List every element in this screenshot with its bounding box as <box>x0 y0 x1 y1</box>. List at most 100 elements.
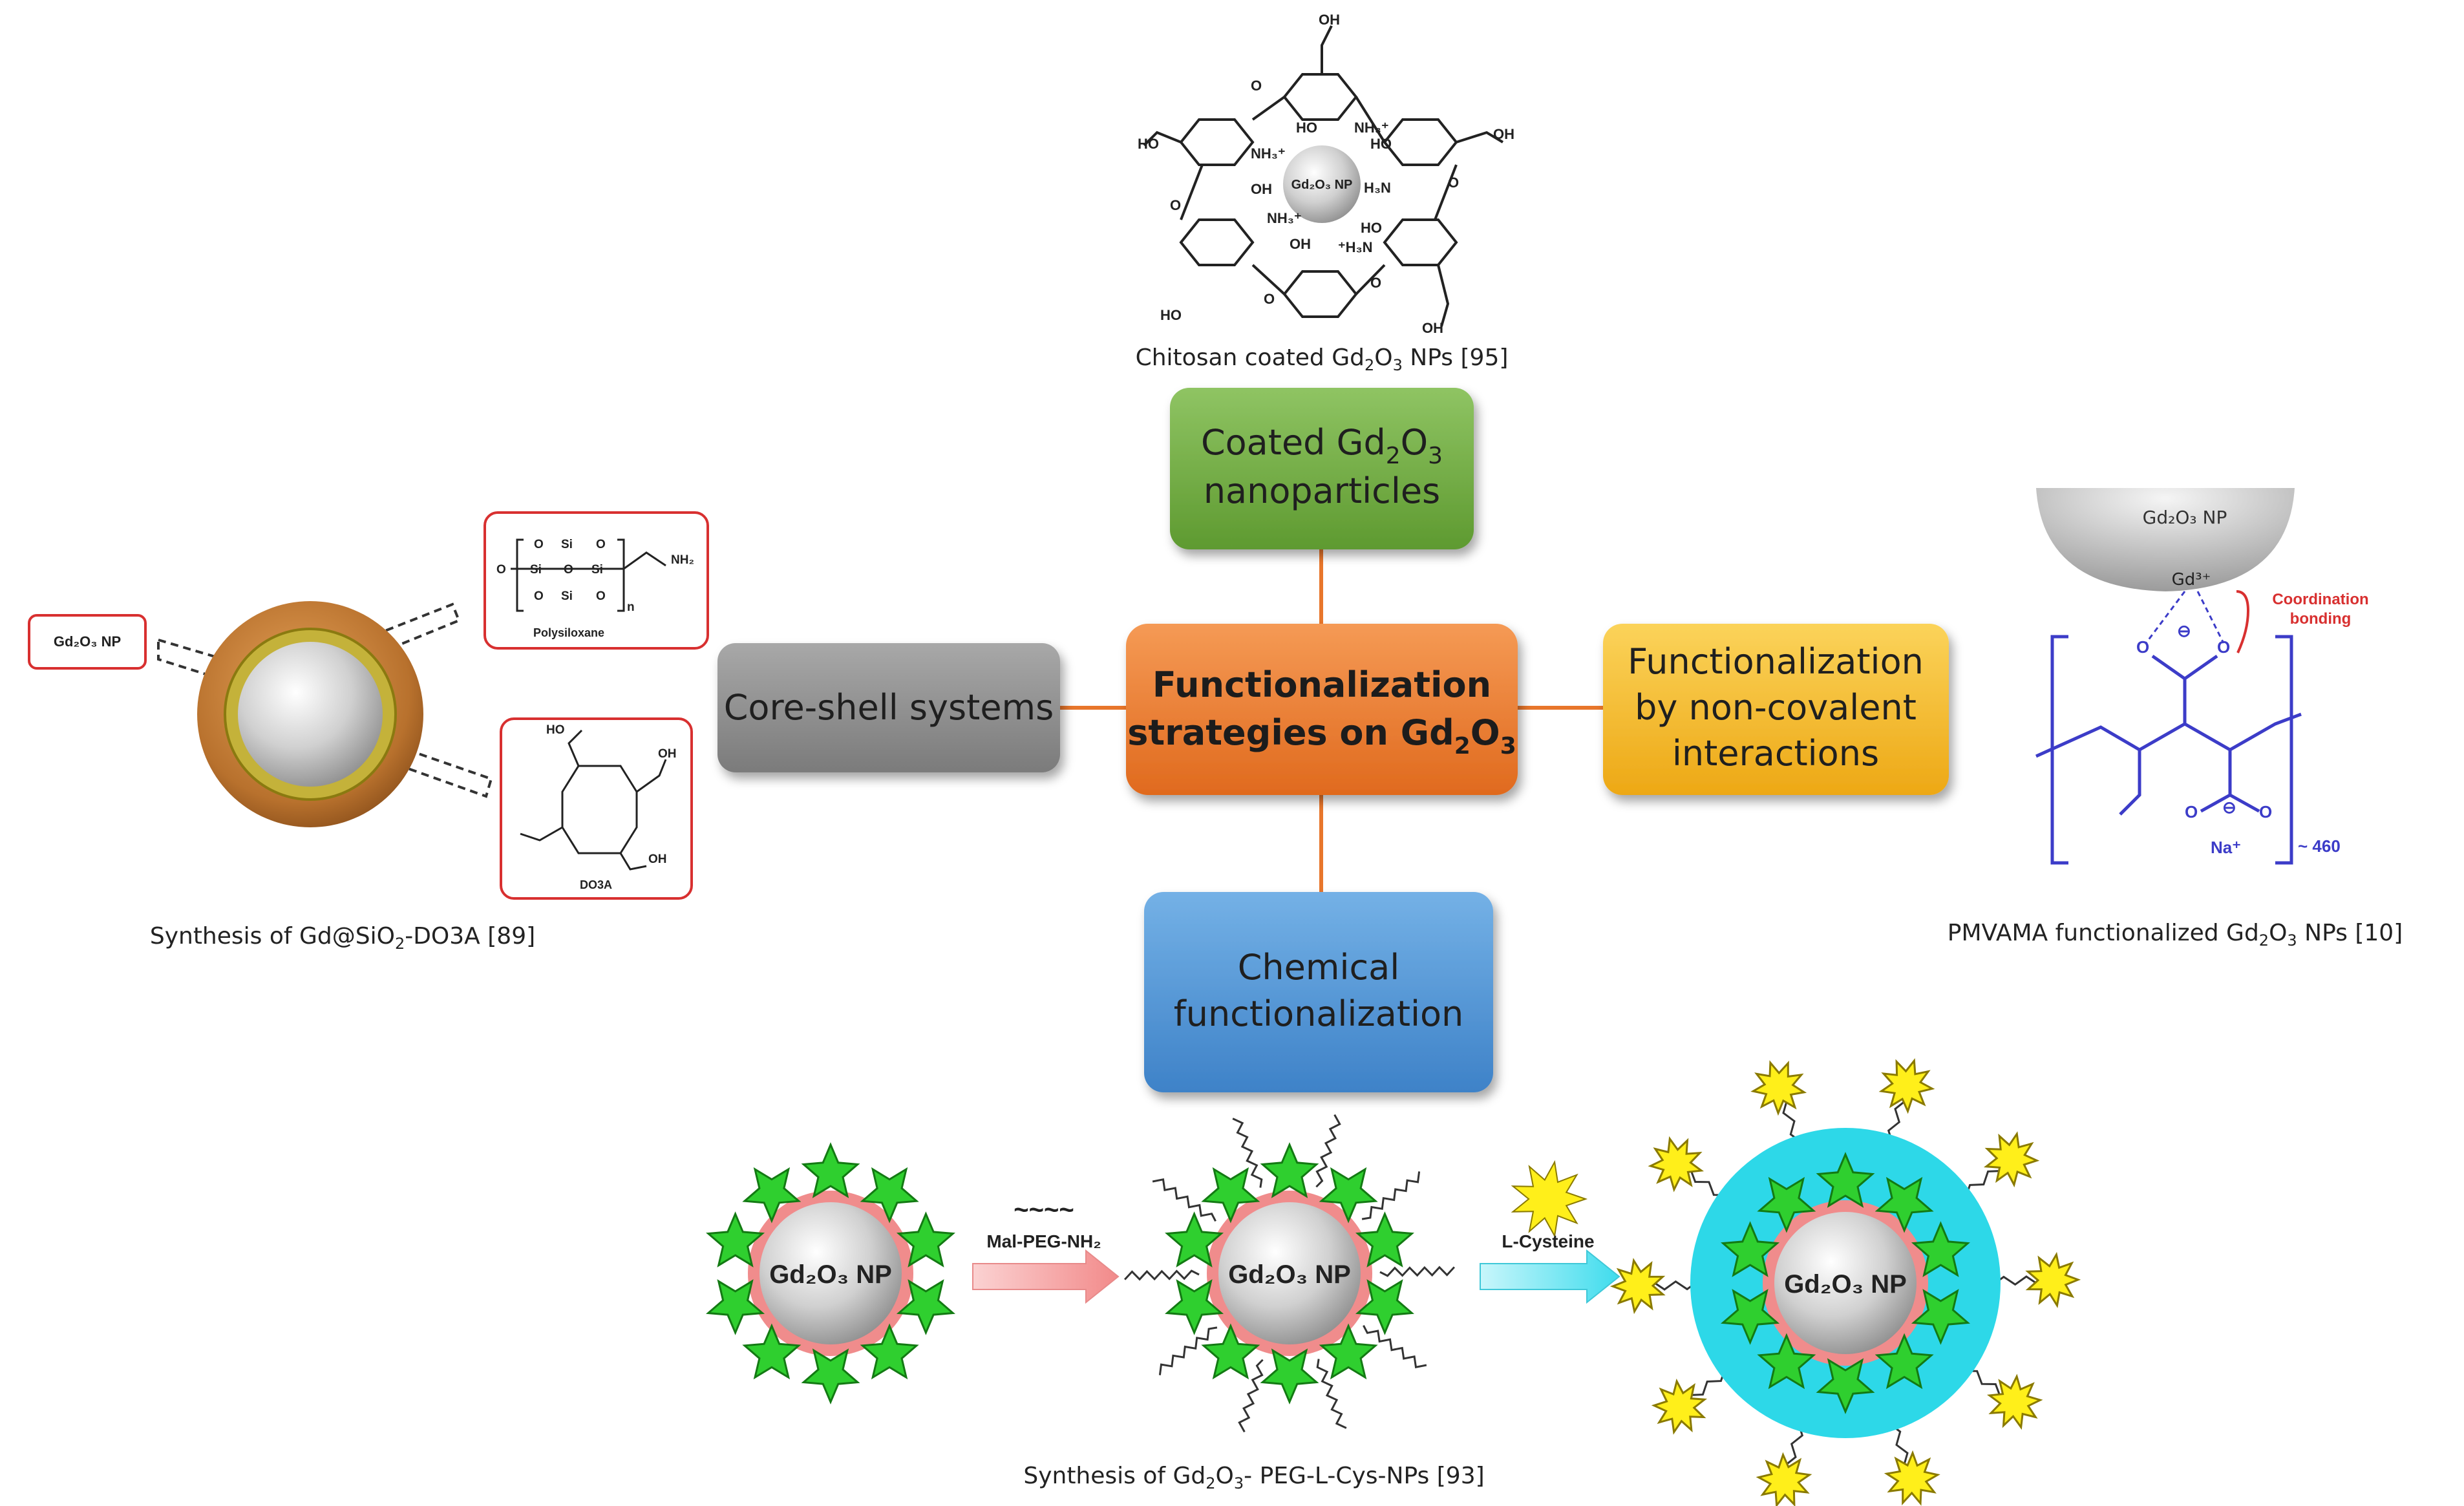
coord-dash-2 <box>2196 591 2225 644</box>
green-star <box>801 1142 860 1198</box>
np-label-box-text: Gd₂O₃ NP <box>54 633 121 650</box>
poly-si-bot: Si <box>561 589 573 603</box>
chitosan-ho-bottom: HO <box>1160 307 1182 323</box>
green-star <box>1721 1289 1780 1345</box>
chitosan-ho-2: HO <box>1370 136 1392 152</box>
green-star <box>1757 1333 1816 1390</box>
green-star <box>1165 1211 1224 1267</box>
np-particle-2: Gd₂O₃ NP <box>1123 1114 1456 1433</box>
coated-node-box <box>1170 388 1474 549</box>
green-star <box>1355 1211 1414 1267</box>
poly-o-mid: O <box>564 563 573 577</box>
poly-si-2: Si <box>591 563 603 577</box>
cysteine-burst <box>1756 1452 1812 1506</box>
core-shell-node-label: Core-shell systems <box>724 687 1054 728</box>
reagent-1-label: Mal-PEG-NH₂ <box>986 1231 1101 1251</box>
sugar-ring-4 <box>1282 270 1358 318</box>
arm-2 <box>1456 131 1504 143</box>
sugar-ring-5 <box>1179 218 1255 266</box>
sugar-ring-1 <box>1282 73 1358 121</box>
chitosan-h3n-2: ⁺H₃N <box>1338 239 1373 255</box>
pmvama-minus-1: ⊖ <box>2177 621 2191 641</box>
green-star <box>1875 1333 1934 1390</box>
dota-arm-1 <box>568 729 583 767</box>
coord-brace <box>2236 590 2250 653</box>
cysteine-burst <box>1986 1373 2043 1430</box>
reagent-2-label: L-Cysteine <box>1502 1231 1594 1251</box>
chitosan-np-sphere <box>1283 145 1361 223</box>
coord-label-2: bonding <box>2290 610 2352 628</box>
cysteine-burst <box>1878 1058 1935 1114</box>
pmvama-o-1: O <box>2136 637 2149 657</box>
coated-node[interactable]: Coated Gd2O3 nanoparticles <box>1170 388 1474 549</box>
green-star <box>1260 1142 1319 1198</box>
chitosan-np-label: Gd₂O₃ NP <box>1291 178 1353 192</box>
polysiloxane-labels: O O Si O Si O Si O Si O n NH₂ Polysiloxa… <box>496 538 694 639</box>
poly-caption: Polysiloxane <box>533 626 604 639</box>
core-shell-illustration: Gd₂O₃ NP O O Si O Si O Si O Si O n NH₂ <box>28 511 709 900</box>
chitosan-o-5: O <box>1264 291 1275 307</box>
chemical-node[interactable]: Chemical functionalization <box>1144 892 1493 1092</box>
peg-chain <box>1379 1266 1456 1277</box>
dota-structure <box>520 729 667 871</box>
dota-labels: HO OH OH DO3A <box>546 723 677 891</box>
reagent-2-burst <box>1511 1160 1588 1238</box>
dota-arm-2 <box>636 759 667 793</box>
pmvama-o-4: O <box>2259 802 2272 822</box>
np-dome <box>2036 488 2295 591</box>
peg-synthesis: Gd₂O₃ NP ~~~~ Mal-PEG-NH₂ Gd₂O₃ NP L-Cys… <box>706 1058 2081 1506</box>
poly-backbone <box>511 551 666 570</box>
sugar-ring-6 <box>1179 118 1255 166</box>
poly-o-top1: O <box>534 538 544 551</box>
peg-chain <box>1158 1326 1218 1375</box>
cysteine-burst <box>2025 1251 2081 1308</box>
polysiloxane-box <box>483 511 709 650</box>
green-star <box>742 1167 802 1224</box>
link-2 <box>1434 164 1458 220</box>
peg-chain <box>1152 1178 1216 1222</box>
pmvama-o-2: O <box>2217 637 2230 657</box>
connectors <box>1060 549 1603 892</box>
dota-box <box>500 717 693 900</box>
cysteine-burst <box>1983 1131 2040 1188</box>
pmvama-o-3: O <box>2185 802 2198 822</box>
coord-label-1: Coordination <box>2272 591 2368 608</box>
coated-node-line1: Coated Gd2O3 <box>1201 422 1443 469</box>
green-star <box>1260 1348 1319 1405</box>
noncovalent-node[interactable]: Functionalization by non-covalent intera… <box>1603 624 1949 795</box>
poly-chain <box>2035 712 2302 758</box>
arrow-2-shape <box>1480 1249 1620 1304</box>
green-star <box>896 1279 955 1335</box>
coated-node-line2: nanoparticles <box>1204 471 1440 511</box>
reaction-arrow-1: ~~~~ Mal-PEG-NH₂ <box>972 1196 1120 1304</box>
core-shell-node[interactable]: Core-shell systems <box>717 643 1060 772</box>
noncovalent-node-line2: by non-covalent <box>1635 687 1917 728</box>
pmvama-na: Na⁺ <box>2211 838 2241 857</box>
green-star <box>896 1211 955 1267</box>
green-star <box>1911 1289 1970 1345</box>
pmvama-labels: O ⊖ O O ⊖ O Na⁺ ~ 460 <box>2136 621 2341 857</box>
peg-chain <box>1232 1118 1263 1188</box>
poly-bracket-left <box>516 538 524 612</box>
np-2-core <box>1218 1202 1361 1344</box>
chemical-node-line2: functionalization <box>1174 993 1464 1034</box>
peg-chain <box>1363 1324 1427 1368</box>
dota-oh-1: OH <box>658 747 677 761</box>
chitosan-ho-1: HO <box>1296 120 1317 136</box>
peg-chain <box>1123 1269 1200 1281</box>
poly-bracket-l <box>2050 635 2068 865</box>
green-star <box>1911 1221 1970 1277</box>
center-node[interactable]: Functionalization strategies on Gd2O3 <box>1126 624 1518 795</box>
green-star <box>706 1211 765 1267</box>
cysteine-burst <box>1648 1136 1705 1193</box>
poly-carboxyl-up <box>2151 654 2218 724</box>
link-1 <box>1355 96 1386 143</box>
chitosan-nh3-2: NH₃⁺ <box>1251 145 1286 162</box>
green-star <box>1816 1358 1875 1414</box>
poly-sidechain-ome <box>2119 750 2141 816</box>
chitosan-nh3-1: NH₃⁺ <box>1354 120 1389 136</box>
link-4 <box>1251 264 1286 295</box>
green-star <box>1201 1323 1260 1380</box>
link-5 <box>1180 164 1204 220</box>
chitosan-nh3-3: NH₃⁺ <box>1267 210 1302 226</box>
